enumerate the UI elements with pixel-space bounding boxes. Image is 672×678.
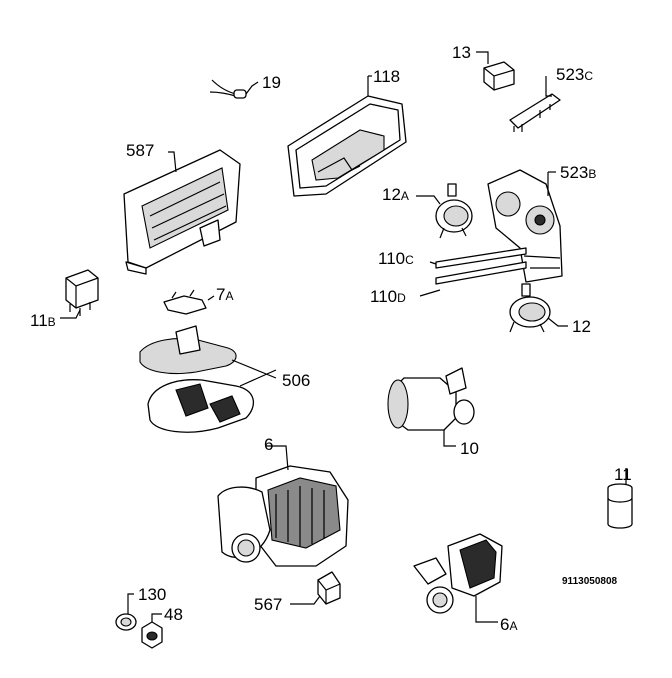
label-7a: 7A: [216, 285, 233, 304]
part-12-pressure-switch: [509, 283, 568, 333]
diagram-code: 9113050808: [562, 576, 618, 587]
part-118-panel-housing: [287, 76, 407, 197]
part-19-sensor: [209, 79, 259, 99]
label-48: 48: [164, 605, 183, 624]
part-6a-drain-pump: [413, 533, 503, 623]
label-12: 12: [572, 317, 591, 336]
part-110-hoses: [419, 247, 527, 297]
label-19: 19: [262, 73, 281, 92]
label-110c: 110C: [378, 249, 414, 268]
label-6: 6: [264, 435, 273, 454]
label-11b: 11B: [30, 311, 56, 330]
part-523c-bracket: [509, 76, 561, 132]
label-523c: 523C: [556, 65, 593, 84]
part-13-connector: [476, 51, 515, 91]
label-110d: 110D: [370, 287, 406, 306]
part-6-circulation-pump: [217, 445, 349, 567]
part-567-bracket: [290, 571, 341, 605]
part-11b-relay: [60, 269, 99, 319]
part-12a-pressure-switch: [416, 183, 473, 239]
label-13: 13: [452, 43, 471, 62]
part-130-seal: [115, 593, 137, 631]
label-523b: 523B: [560, 163, 596, 182]
label-587: 587: [126, 141, 154, 160]
label-11: 11: [614, 465, 632, 484]
part-506-sump-assembly: [139, 325, 277, 433]
part-587-electronic-module: [123, 149, 241, 275]
part-7a-clip: [163, 289, 215, 315]
label-130: 130: [138, 585, 166, 604]
label-10: 10: [460, 439, 479, 458]
part-48-plug: [141, 613, 163, 649]
part-523b-support: [487, 169, 563, 283]
part-10-flow-heater: [387, 367, 475, 447]
label-12a: 12A: [382, 185, 409, 204]
label-567: 567: [254, 595, 282, 614]
label-6a: 6A: [500, 615, 517, 634]
label-118: 118: [373, 67, 400, 86]
label-506: 506: [282, 371, 310, 390]
part-11-capacitor: [607, 468, 633, 529]
